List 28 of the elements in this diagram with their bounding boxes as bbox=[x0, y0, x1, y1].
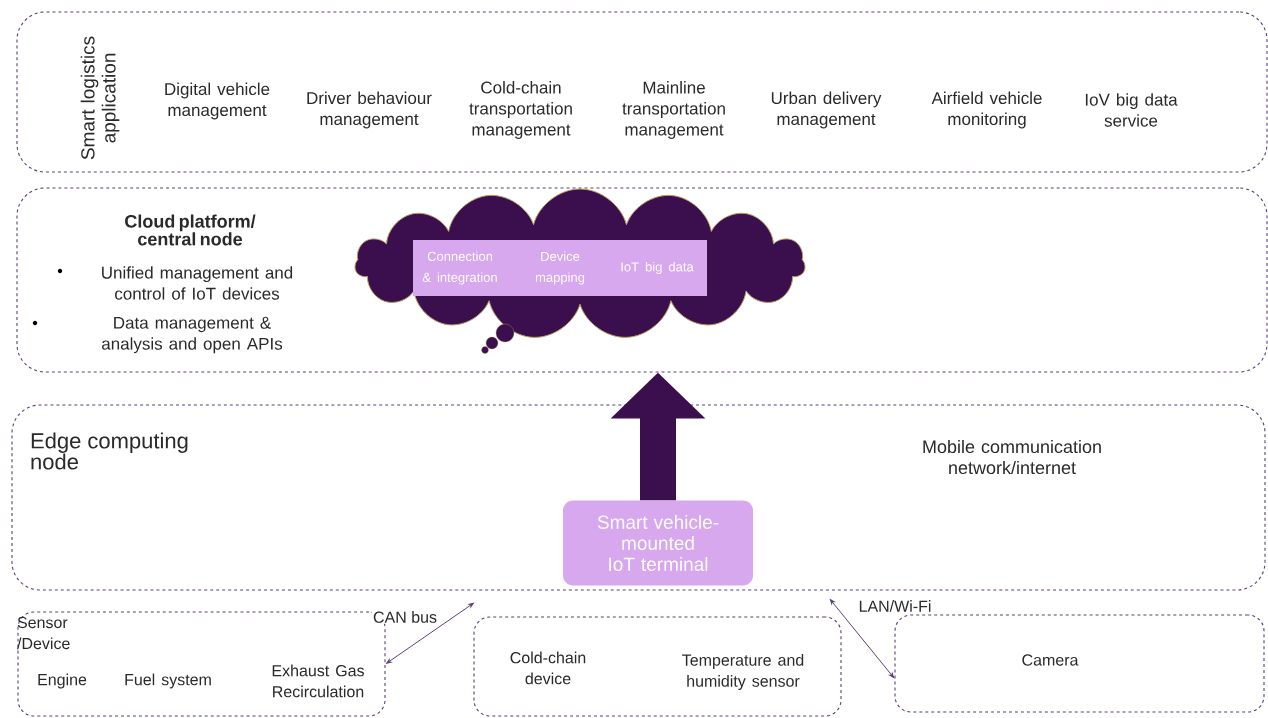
item-label: Airfield vehicle monitoring bbox=[931, 91, 1042, 129]
item-label: Cold-chain transportation management bbox=[469, 81, 572, 139]
device-label: Temperature and humidity sensor bbox=[682, 654, 804, 690]
bullet-item: Unified management and control of IoT devices bbox=[57, 266, 293, 300]
network-label: Mobile communication network/internet bbox=[923, 439, 1101, 475]
function-label: Smart vehicle-mounted IoT terminal bbox=[597, 515, 719, 571]
device-label: Camera bbox=[1022, 654, 1079, 666]
bullet-item: Data management & analysis and open APIs bbox=[32, 316, 283, 354]
item-label: Urban delivery management bbox=[771, 91, 882, 129]
function-label: Connection & integration bbox=[422, 251, 497, 285]
function-label: IoT big data bbox=[621, 261, 694, 275]
item-label: Digital vehicle management bbox=[165, 82, 270, 120]
box-heading: Sensor /Device bbox=[17, 616, 70, 650]
device-label: Engine bbox=[38, 673, 87, 689]
arrow bbox=[829, 599, 895, 678]
device-label: Fuel system bbox=[125, 673, 211, 689]
item-label: IoV big data service bbox=[1085, 93, 1178, 127]
item-label: Mainline transportation management bbox=[622, 81, 725, 139]
edge-label: CAN bus bbox=[372, 610, 438, 624]
function-label: Device mapping bbox=[535, 251, 585, 285]
layer-heading: Cloud platform/ central node bbox=[125, 214, 256, 246]
layer-heading: Smart logistics application bbox=[80, 36, 120, 160]
device-label: Exhaust Gas Recirculation bbox=[272, 664, 364, 698]
layer-heading: Edge computing node bbox=[31, 432, 188, 470]
arrow bbox=[386, 602, 474, 664]
device-label: Cold-chain device bbox=[510, 651, 586, 685]
item-label: Driver behaviour management bbox=[307, 91, 432, 129]
edge-label: LAN/Wi-Fi bbox=[857, 599, 933, 613]
